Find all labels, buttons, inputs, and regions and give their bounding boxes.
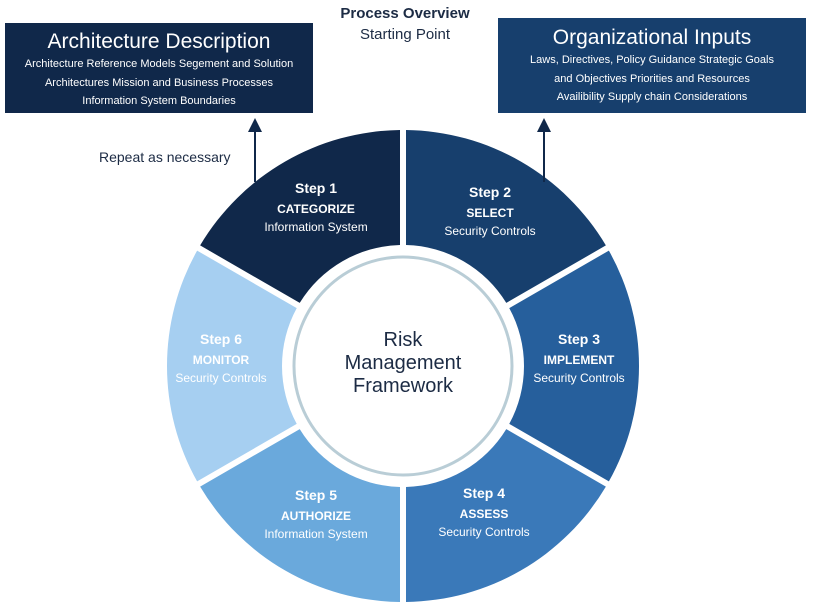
organizational-line: and Objectives Priorities and Resources (554, 72, 750, 85)
step-4-segment (406, 429, 606, 602)
step-2-segment (406, 130, 606, 303)
center-circle (292, 255, 514, 477)
step-5-segment (200, 429, 400, 602)
step-1-name: CATEGORIZE (277, 202, 355, 216)
organizational-inputs-box: Organizational Inputs Laws, Directives, … (498, 18, 806, 113)
step-4-number: Step 4 (463, 485, 505, 501)
starting-point-label: Starting Point (359, 26, 451, 43)
center-label-line: Framework (353, 375, 454, 397)
step-2-name: SELECT (466, 206, 514, 220)
center-label-line: Management (345, 352, 462, 374)
architecture-description-box: Architecture Description Architecture Re… (5, 23, 313, 113)
step-4-description: Security Controls (438, 525, 529, 539)
step-5-number: Step 5 (295, 487, 337, 503)
step-1-number: Step 1 (295, 180, 337, 196)
step-6-segment (166, 250, 297, 482)
step-2-number: Step 2 (469, 184, 511, 200)
step-4-name: ASSESS (460, 507, 509, 521)
repeat-note: Repeat as necessary (99, 149, 231, 165)
architecture-description-title: Architecture Description (47, 30, 271, 53)
organizational-line: Laws, Directives, Policy Guidance Strate… (530, 54, 774, 66)
step-6-description: Security Controls (175, 371, 266, 385)
arrow-to-organizational-inputs (537, 118, 551, 182)
arrow-to-architecture (248, 118, 262, 182)
step-1-description: Information System (264, 220, 367, 234)
step-3-name: IMPLEMENT (544, 353, 615, 367)
step-6-number: Step 6 (200, 331, 242, 347)
architecture-line: Architecture Reference Models Segement a… (24, 58, 294, 70)
step-1-segment (200, 130, 400, 303)
organizational-line: Availibility Supply chain Considerations (556, 91, 748, 103)
step-5-description: Information System (264, 527, 367, 541)
center-label-line: Risk (384, 329, 424, 351)
architecture-line: Information System Boundaries (82, 95, 236, 107)
step-3-segment (509, 250, 640, 482)
step-5-name: AUTHORIZE (281, 509, 351, 523)
step-3-number: Step 3 (558, 331, 600, 347)
step-2-description: Security Controls (444, 224, 535, 238)
process-overview-title: Process Overview (340, 5, 470, 22)
step-3-description: Security Controls (533, 371, 624, 385)
architecture-line: Architectures Mission and Business Proce… (44, 76, 274, 89)
step-6-name: MONITOR (193, 353, 250, 367)
organizational-inputs-title: Organizational Inputs (552, 26, 752, 49)
